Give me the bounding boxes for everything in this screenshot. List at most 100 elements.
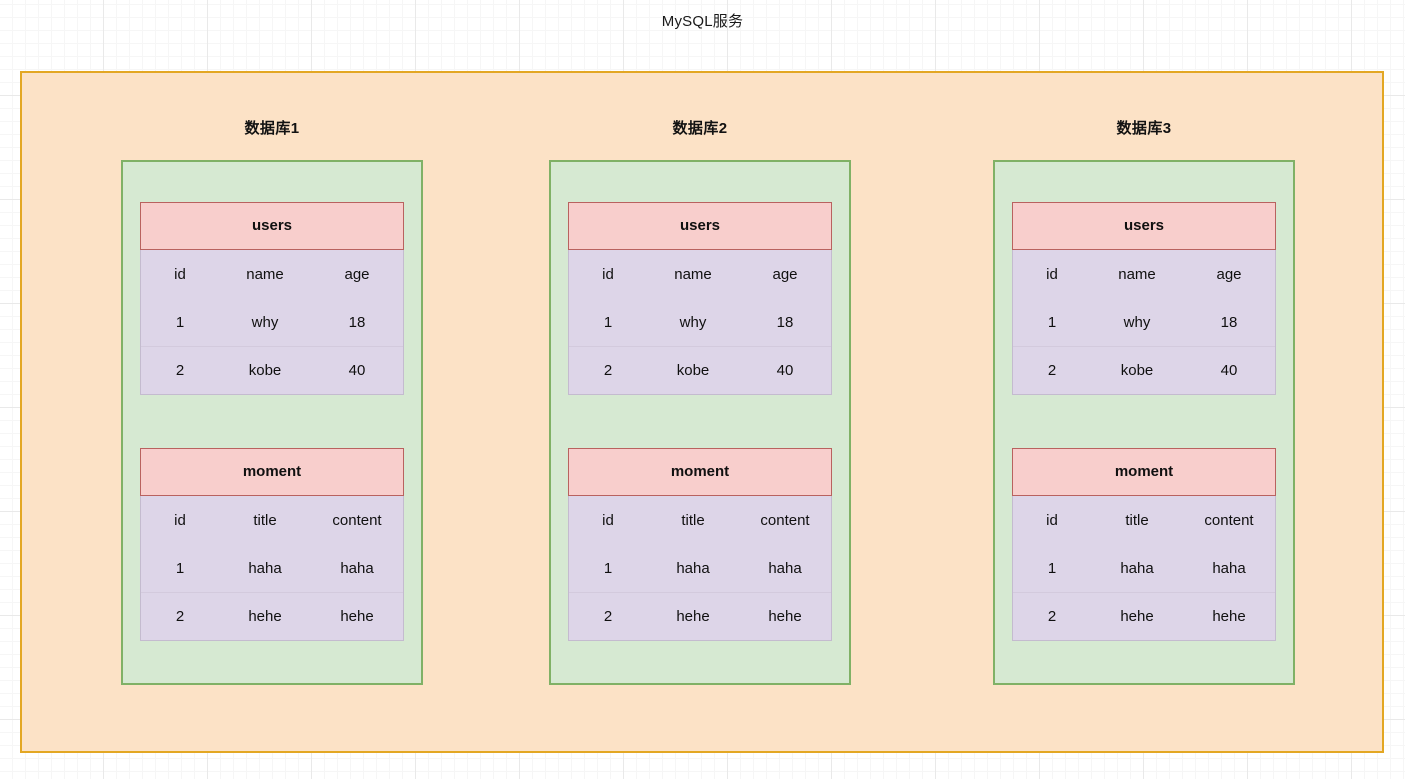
table-row: 1 why 18 [569,298,831,346]
table-cell: 1 [603,313,613,331]
column-header: id [1046,511,1058,529]
table-cell: 2 [1047,362,1057,379]
table-body-users-3: id name age 1 why 18 2 kobe 40 [1012,250,1276,395]
table-cell: kobe [1120,362,1154,379]
table-cell: haha [248,559,282,577]
database-label-1: 数据库1 [244,120,300,137]
column-header: title [1125,511,1149,529]
table-cell: 1 [175,313,185,331]
table-header-row: id title content [569,496,831,544]
table-cell: hehe [340,608,374,625]
table-cell: haha [1212,559,1246,577]
table-name-moment-2: moment [568,448,832,496]
table-cell: 2 [603,362,613,379]
table-card-moment-3: moment id title content 1 haha haha [1012,448,1276,641]
table-body-moment-1: id title content 1 haha haha 2 hehe [140,496,404,641]
table-row: 1 haha haha [141,544,403,592]
table-body-moment-3: id title content 1 haha haha 2 hehe [1012,496,1276,641]
table-header-row: id name age [1013,250,1275,298]
table-cell: 40 [776,362,794,379]
table-cell: 40 [1220,362,1238,379]
table-cell: hehe [1212,608,1246,625]
column-header: id [174,265,186,283]
table-row: 1 why 18 [1013,298,1275,346]
table-name-users-1: users [140,202,404,250]
table-name-users-2: users [568,202,832,250]
mysql-service-container: 数据库1 users id name age 1 why 18 [20,71,1384,753]
table-row: 2 kobe 40 [569,346,831,394]
table-cell: kobe [676,362,710,379]
table-cell: 2 [1047,608,1057,625]
column-header: content [332,511,382,529]
column-header: age [1216,265,1242,283]
table-cell: 2 [175,608,185,625]
table-cell: hehe [248,608,282,625]
table-cell: haha [768,559,802,577]
table-card-moment-2: moment id title content 1 haha haha [568,448,832,641]
table-body-moment-2: id title content 1 haha haha 2 hehe [568,496,832,641]
database-box-1: users id name age 1 why 18 [121,160,423,685]
column-header: content [760,511,810,529]
table-name-users-3: users [1012,202,1276,250]
table-header-row: id title content [141,496,403,544]
table-cell: 18 [776,313,794,331]
column-header: name [674,265,712,283]
table-cell: haha [340,559,374,577]
table-cell: hehe [768,608,802,625]
table-cell: haha [1120,559,1154,577]
column-header: id [1046,265,1058,283]
database-column-2: 数据库2 users id name age 1 why 18 [535,73,865,685]
column-header: id [602,511,614,529]
database-column-3: 数据库3 users id name age 1 why 18 [979,73,1309,685]
table-cell: hehe [676,608,710,625]
table-cell: why [251,313,279,331]
table-name-moment-1: moment [140,448,404,496]
column-header: id [174,511,186,529]
column-header: title [253,511,277,529]
service-title: MySQL服务 [661,13,744,30]
column-header: id [602,265,614,283]
column-header: age [772,265,798,283]
column-header: name [246,265,284,283]
table-cell: 40 [348,362,366,379]
table-cell: 2 [175,362,185,379]
table-cell: why [679,313,707,331]
table-cell: haha [676,559,710,577]
table-cell: 1 [1047,559,1057,577]
table-cell: 18 [348,313,366,331]
table-body-users-1: id name age 1 why 18 2 kobe 40 [140,250,404,395]
database-box-2: users id name age 1 why 18 [549,160,851,685]
table-cell: why [1123,313,1151,331]
table-body-users-2: id name age 1 why 18 2 kobe 40 [568,250,832,395]
table-card-moment-1: moment id title content 1 haha haha [140,448,404,641]
column-header: name [1118,265,1156,283]
table-cell: kobe [248,362,282,379]
table-row: 1 haha haha [569,544,831,592]
table-row: 2 hehe hehe [1013,592,1275,640]
table-card-users-1: users id name age 1 why 18 [140,202,404,395]
table-row: 1 why 18 [141,298,403,346]
table-cell: 18 [1220,313,1238,331]
table-header-row: id name age [141,250,403,298]
table-cell: 1 [1047,313,1057,331]
column-header: age [344,265,370,283]
column-header: content [1204,511,1254,529]
table-row: 2 kobe 40 [141,346,403,394]
table-row: 2 kobe 40 [1013,346,1275,394]
table-cell: hehe [1120,608,1154,625]
table-header-row: id title content [1013,496,1275,544]
table-card-users-3: users id name age 1 why 18 [1012,202,1276,395]
table-cell: 1 [175,559,185,577]
column-header: title [681,511,705,529]
table-cell: 1 [603,559,613,577]
database-label-2: 数据库2 [672,120,728,137]
table-card-users-2: users id name age 1 why 18 [568,202,832,395]
table-header-row: id name age [569,250,831,298]
table-cell: 2 [603,608,613,625]
database-box-3: users id name age 1 why 18 [993,160,1295,685]
database-label-3: 数据库3 [1116,120,1172,137]
table-row: 2 hehe hehe [141,592,403,640]
table-name-moment-3: moment [1012,448,1276,496]
table-row: 1 haha haha [1013,544,1275,592]
